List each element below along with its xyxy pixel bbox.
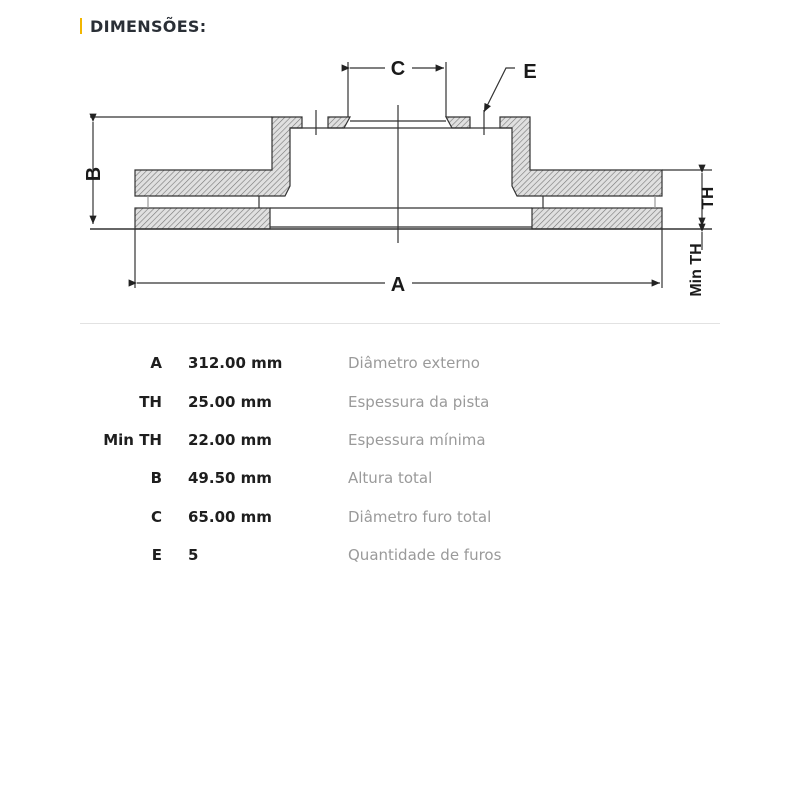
spec-value: 65.00 mm xyxy=(188,508,272,526)
spec-row: A 312.00 mm Diâmetro externo xyxy=(0,354,800,374)
spec-row: C 65.00 mm Diâmetro furo total xyxy=(0,508,800,528)
rotor-hat-section-left xyxy=(134,116,303,197)
spec-description: Espessura da pista xyxy=(348,393,490,411)
brake-disc-diagram: B C E A TH Min TH xyxy=(83,58,717,297)
section-title: DIMENSÕES: xyxy=(80,17,206,36)
hub-flange-left xyxy=(327,116,352,129)
spec-value: 22.00 mm xyxy=(188,431,272,449)
divider xyxy=(80,323,720,324)
spec-description: Diâmetro externo xyxy=(348,354,480,372)
lower-plate-right xyxy=(531,207,663,230)
label-a: A xyxy=(391,274,405,296)
spec-value: 49.50 mm xyxy=(188,469,272,487)
spec-value: 25.00 mm xyxy=(188,393,272,411)
spec-row: E 5 Quantidade de furos xyxy=(0,546,800,566)
spec-description: Altura total xyxy=(348,469,433,487)
label-b: B xyxy=(83,167,105,181)
spec-code: B xyxy=(150,469,162,487)
label-c: C xyxy=(391,58,405,80)
spec-code: Min TH xyxy=(103,431,162,449)
spec-code: E xyxy=(151,546,162,564)
label-e: E xyxy=(523,61,536,83)
spec-value: 5 xyxy=(188,546,199,564)
spec-row: B 49.50 mm Altura total xyxy=(0,469,800,489)
hub-flange-right xyxy=(444,116,471,129)
spec-description: Quantidade de furos xyxy=(348,546,502,564)
rotor-hat-section-right xyxy=(499,116,663,197)
accent-bar xyxy=(80,18,82,34)
spec-row: TH 25.00 mm Espessura da pista xyxy=(0,393,800,413)
label-th: TH xyxy=(698,187,717,210)
label-min-th: Min TH xyxy=(688,243,705,296)
spec-description: Diâmetro furo total xyxy=(348,508,492,526)
spec-code: C xyxy=(150,508,162,526)
spec-row: Min TH 22.00 mm Espessura mínima xyxy=(0,431,800,451)
lower-plate-left xyxy=(134,207,271,230)
spec-code: TH xyxy=(139,393,162,411)
section-title-text: DIMENSÕES: xyxy=(90,17,207,36)
spec-code: A xyxy=(150,354,162,372)
spec-description: Espessura mínima xyxy=(348,431,486,449)
spec-value: 312.00 mm xyxy=(188,354,283,372)
